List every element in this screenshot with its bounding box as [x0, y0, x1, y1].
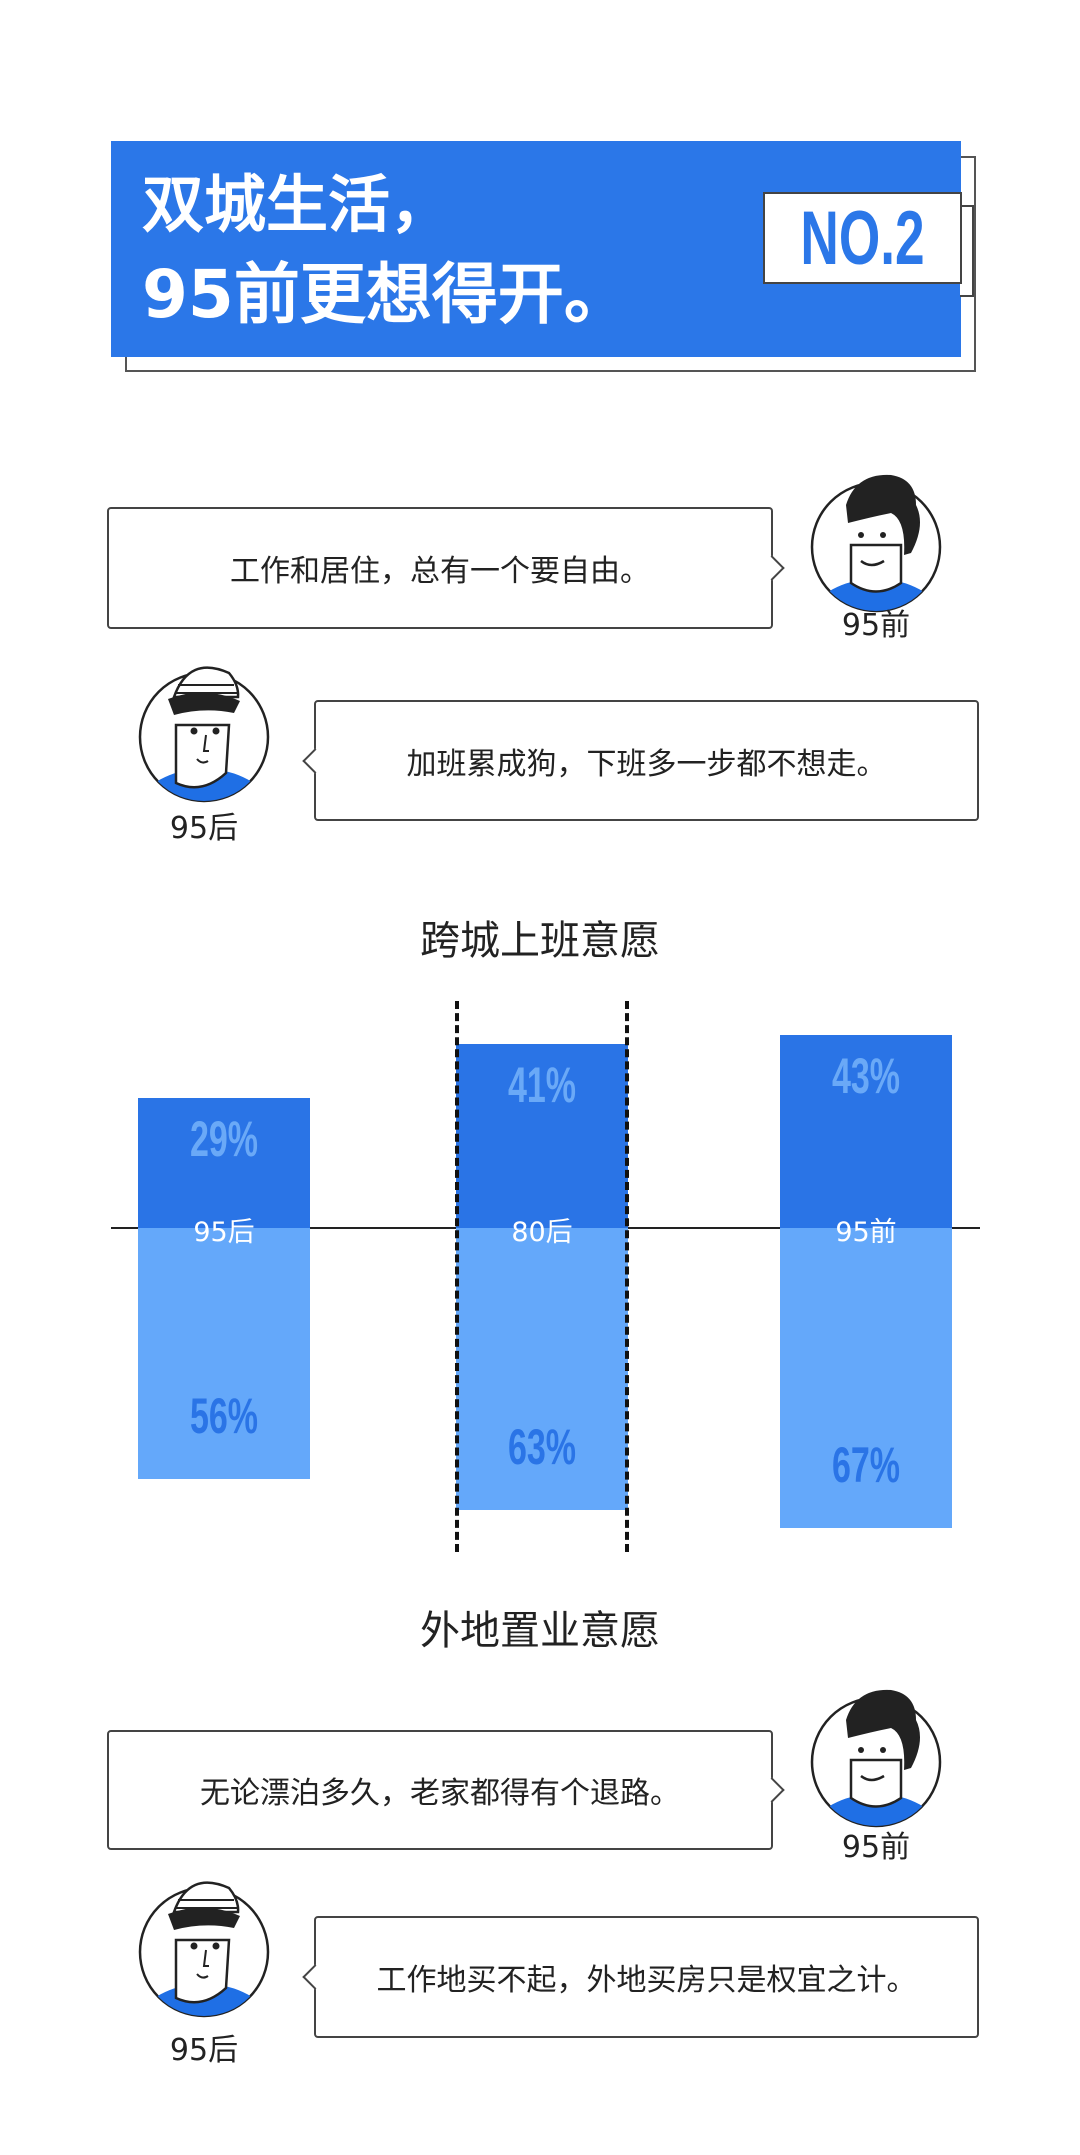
speech-bubble-post95: 加班累成狗，下班多一步都不想走。 [314, 700, 979, 821]
highlight-dashed-line [455, 1001, 459, 1552]
data-label: 43% [831, 1048, 901, 1105]
category-label: 95前 [835, 1217, 897, 1248]
speaker-label: 95前 [841, 1830, 911, 1865]
category-label: 80后 [511, 1217, 573, 1248]
avatar-post95-icon [134, 1870, 274, 2020]
header-title: 双城生活， 95前更想得开。 [142, 160, 630, 340]
category-label: 95后 [193, 1217, 255, 1248]
chart-title: 跨城上班意愿 [420, 918, 660, 964]
badge-box [763, 192, 962, 284]
bar-upper: 41% [456, 1044, 628, 1228]
bubble-text: 工作地买不起，外地买房只是权宜之计。 [376, 1963, 917, 1998]
data-label: 56% [189, 1387, 259, 1444]
data-label: 29% [189, 1111, 259, 1168]
chart: 29% 56% 95后 41% 63% 80后 43% 67% 95前 [111, 1001, 980, 1552]
speech-bubble-pre95: 工作和居住，总有一个要自由。 [107, 507, 773, 629]
speaker-label: 95后 [169, 2033, 239, 2068]
data-label: 41% [507, 1057, 577, 1114]
bubble-text: 无论漂泊多久，老家都得有个退路。 [200, 1776, 680, 1811]
bar-lower: 67% [780, 1228, 952, 1529]
bubble-text: 加班累成狗，下班多一步都不想走。 [406, 746, 887, 782]
bubble-text: 工作和居住，总有一个要自由。 [230, 554, 650, 589]
speaker-label: 95前 [841, 608, 911, 643]
bar-lower: 56% [138, 1228, 310, 1479]
speaker-label: 95后 [169, 811, 239, 846]
title-line-1: 双城生活， [142, 168, 453, 241]
title-line-2: 95前更想得开。 [142, 256, 630, 333]
badge-number: NO.2 [800, 195, 925, 281]
section-title: 外地置业意愿 [420, 1608, 660, 1654]
data-label: 67% [831, 1437, 901, 1494]
bar-upper: 43% [780, 1035, 952, 1228]
bar-lower: 63% [456, 1228, 628, 1511]
highlight-dashed-line [625, 1001, 629, 1552]
badge-tab [960, 205, 974, 297]
speech-bubble-pre95: 无论漂泊多久，老家都得有个退路。 [107, 1730, 773, 1850]
data-label: 63% [507, 1419, 577, 1476]
avatar-pre95-icon [806, 1680, 946, 1830]
bar-upper: 29% [138, 1098, 310, 1228]
speech-bubble-post95: 工作地买不起，外地买房只是权宜之计。 [314, 1916, 979, 2038]
